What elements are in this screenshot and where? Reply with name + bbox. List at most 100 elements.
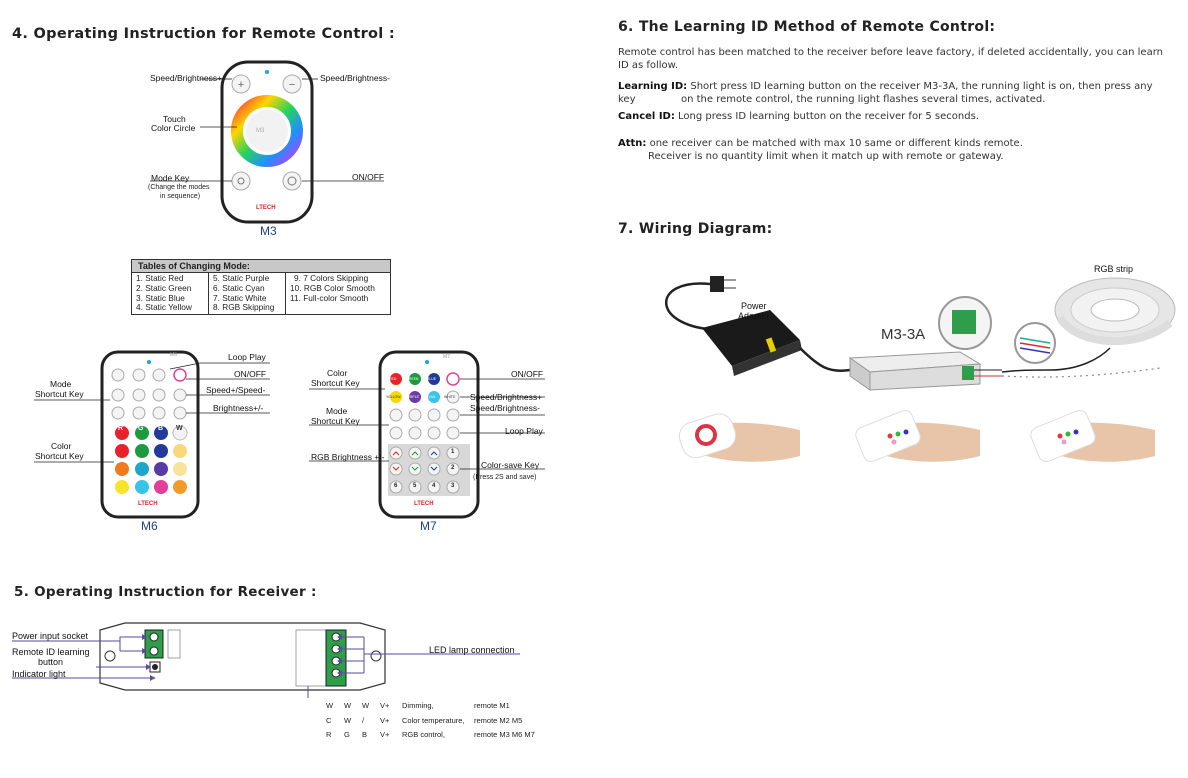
m7-mode-label-2: Shortcut Key — [311, 416, 360, 426]
rgb-strip-label: RGB strip — [1094, 264, 1134, 274]
learning-id-paragraph: Learning ID: Short press ID learning but… — [618, 80, 1168, 106]
table-cell: Color temperature, — [402, 715, 465, 725]
m6-loop-play-label: Loop Play — [228, 352, 266, 362]
table-cell: G — [344, 730, 350, 739]
remote-id-label-2: button — [38, 657, 64, 667]
table-col-2: 5. Static Purple 6. Static Cyan 7. Stati… — [209, 273, 286, 315]
section5-title: 5. Operating Instruction for Receiver : — [14, 584, 317, 600]
attn-label: Attn: — [618, 138, 647, 149]
m7-key-1: 1 — [451, 449, 455, 455]
table-cell: 11. Full-color Smooth — [290, 292, 369, 303]
m7-loop-play-label: Loop Play — [505, 426, 543, 436]
table-cell: V+ — [380, 715, 390, 725]
m3-brand: LTECH — [256, 205, 276, 211]
m7-onoff-label: ON/OFF — [511, 369, 544, 379]
m7-mode-label-1: Mode — [326, 406, 348, 416]
table-cell: RGB control, — [402, 730, 445, 739]
m7-color-save-note: (Press 2S and save) — [473, 474, 537, 481]
table-title: Tables of Changing Mode: — [132, 260, 390, 273]
table-cell: 7. Static White — [213, 292, 267, 303]
m6-speed-label: Speed+/Speed- — [206, 385, 266, 395]
m7-key-4: 4 — [432, 483, 436, 489]
m7-key-cyan: CYAN — [426, 395, 436, 399]
table-cell: R — [326, 730, 332, 739]
table-col-3: 9. 7 Colors Skipping 10. RGB Color Smoot… — [286, 273, 390, 314]
m3-touch-label: Touch — [163, 114, 186, 124]
m7-key-white: WHITE — [444, 395, 456, 399]
attn-paragraph: Attn: one receiver can be matched with m… — [618, 137, 1023, 150]
section6-title: 6. The Learning ID Method of Remote Cont… — [618, 19, 996, 35]
table-cell: W — [344, 701, 352, 710]
table-cell: 1. Static Red — [136, 273, 184, 283]
table-row: W W W V+ Dimming, remote M1 — [326, 699, 535, 714]
m6-brand: LTECH — [138, 501, 158, 507]
learning-id-label: Learning ID: — [618, 81, 688, 92]
m7-color-label-2: Shortcut Key — [311, 378, 360, 388]
table-row: R G B V+ RGB control, remote M3 M6 M7 — [326, 728, 535, 743]
m7-key-red: RED — [389, 377, 397, 381]
table-cell: 6. Static Cyan — [213, 282, 265, 293]
table-cell: B — [362, 730, 368, 739]
m7-rgb-brightness-label: RGB Brightness +/- — [311, 452, 385, 462]
table-cell: remote M2 M5 — [474, 715, 523, 725]
learning-id-text: Short press ID learning button on the re… — [618, 81, 1153, 105]
m7-key-green: GREEN — [406, 377, 419, 381]
table-cell: W — [344, 715, 352, 725]
m3-remote-diagram: + − — [150, 60, 384, 224]
table-cell: V+ — [380, 730, 390, 739]
m6-label-small: M6 — [170, 352, 177, 358]
remote-id-label-1: Remote ID learning — [12, 647, 90, 657]
m6-key-b: B — [158, 425, 164, 432]
m6-key-w: W — [176, 425, 183, 432]
m6-mode-label-1: Mode — [50, 379, 72, 389]
hand-remote-m3-photo — [678, 413, 800, 462]
m3-mode-note-2: in sequence) — [160, 193, 201, 200]
power-adapter-label-1: Power — [741, 301, 767, 311]
m7-key-2: 2 — [451, 465, 455, 471]
m6-color-label-2: Shortcut Key — [35, 451, 84, 461]
svg-text:−: − — [289, 79, 295, 91]
m3-center-label: M3 — [256, 128, 265, 134]
table-cell: 10. RGB Color Smooth — [290, 282, 375, 293]
table-cell: 5. Static Purple — [213, 273, 270, 283]
m7-color-save-label: Color-save Key — [481, 460, 540, 470]
m7-speed-minus-label: Speed/Brightness- — [470, 403, 540, 413]
m7-color-label-1: Color — [327, 368, 348, 378]
cancel-id-text: Long press ID learning button on the rec… — [674, 111, 979, 122]
table-cell: / — [362, 715, 365, 725]
section6-intro: Remote control has been matched to the r… — [618, 47, 1163, 71]
m3-mode-note-1: (Change the modes — [148, 184, 210, 191]
table-cell: remote M3 M6 M7 — [474, 730, 535, 739]
cancel-id-label: Cancel ID: — [618, 111, 675, 122]
m6-brightness-label: Brightness+/- — [213, 403, 264, 413]
hand-remote-m6-photo — [855, 409, 980, 463]
table-cell: 4. Static Yellow — [136, 302, 192, 313]
m7-remote-diagram — [309, 350, 545, 519]
m3-onoff-label: ON/OFF — [352, 172, 385, 182]
m6-key-g: G — [138, 425, 144, 432]
cancel-id-paragraph: Cancel ID: Long press ID learning button… — [618, 110, 979, 123]
table-col-1: 1. Static Red 2. Static Green 3. Static … — [132, 273, 209, 315]
attn-text: one receiver can be matched with max 10 … — [646, 138, 1023, 149]
wiring-diagram — [665, 276, 1176, 463]
table-cell: 3. Static Blue — [136, 292, 185, 303]
table-cell: 9. 7 Colors Skipping — [294, 273, 369, 283]
attn-text-2: Receiver is no quantity limit when it ma… — [648, 151, 1004, 162]
m7-key-purple: PURPLE — [405, 395, 420, 399]
m6-model-name: M6 — [141, 519, 158, 533]
m6-key-r: R — [118, 425, 124, 432]
indicator-label: Indicator light — [12, 669, 66, 679]
table-cell: W — [326, 701, 334, 710]
table-cell: 8. RGB Skipping — [213, 302, 275, 313]
changing-mode-table: Tables of Changing Mode: 1. Static Red 2… — [131, 259, 391, 316]
m7-speed-plus-label: Speed/Brightness+ — [470, 392, 543, 402]
section4-title: 4. Operating Instruction for Remote Cont… — [12, 26, 395, 42]
table-cell: 2. Static Green — [136, 282, 192, 293]
m6-remote-diagram — [34, 350, 270, 519]
m6-color-label-1: Color — [51, 441, 72, 451]
svg-text:+: + — [238, 79, 244, 91]
learning-id-text-2: on the remote control, the running light… — [681, 94, 1046, 105]
power-adapter-label-2: Adapter — [738, 311, 770, 321]
m7-key-5: 5 — [413, 483, 417, 489]
m3-speed-minus-label: Speed/Brightness- — [320, 73, 390, 83]
